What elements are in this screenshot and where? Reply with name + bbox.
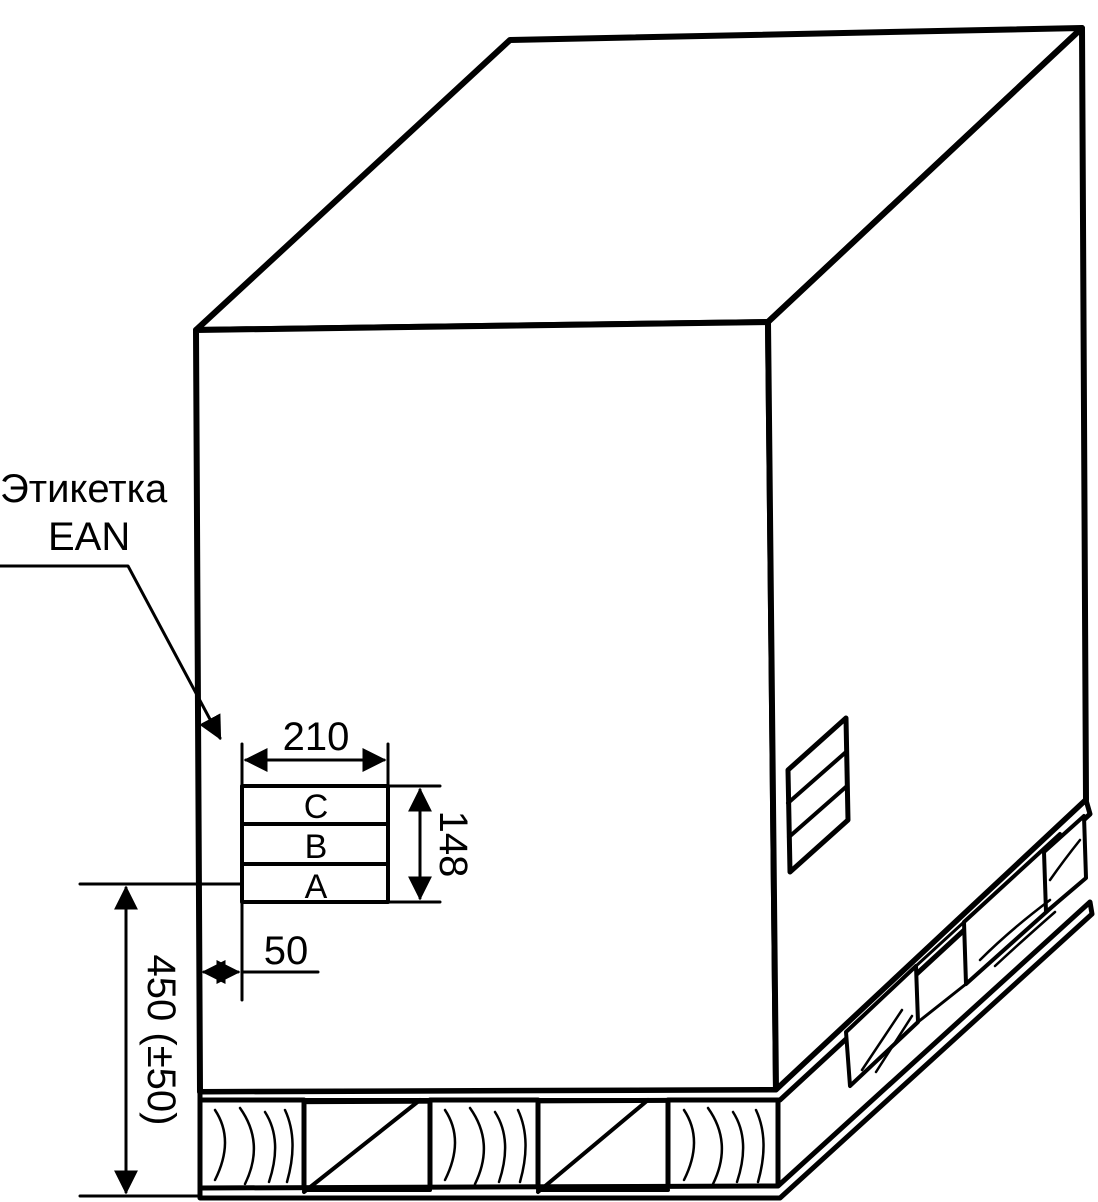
box [193,25,1089,1095]
ean-label: C B A [240,784,390,906]
callout-label-line2: EAN [48,515,130,559]
height-dimension: 148 [386,784,475,904]
ean-label-segment-c: C [304,788,329,826]
box-front-face [193,319,779,1095]
ground-height-dimension: 450 (±50) [78,882,244,1198]
ground-height-dimension-value: 450 (±50) [139,955,183,1126]
ean-callout: Этикетка EAN [0,467,222,741]
width-dimension-value: 210 [283,715,350,759]
ean-label-segment-b: B [305,828,328,866]
ean-label-segment-a: A [305,868,328,906]
width-dimension: 210 [240,715,390,788]
side-label [785,715,851,875]
pallet [197,797,1095,1201]
height-dimension-value: 148 [431,811,475,878]
ean-label-outline [240,784,390,904]
callout-label-line1: Этикетка [0,467,168,511]
callout-leader-line [0,564,222,741]
side-offset-dimension-value: 50 [264,929,309,973]
side-offset-dimension: 50 [201,900,320,1002]
